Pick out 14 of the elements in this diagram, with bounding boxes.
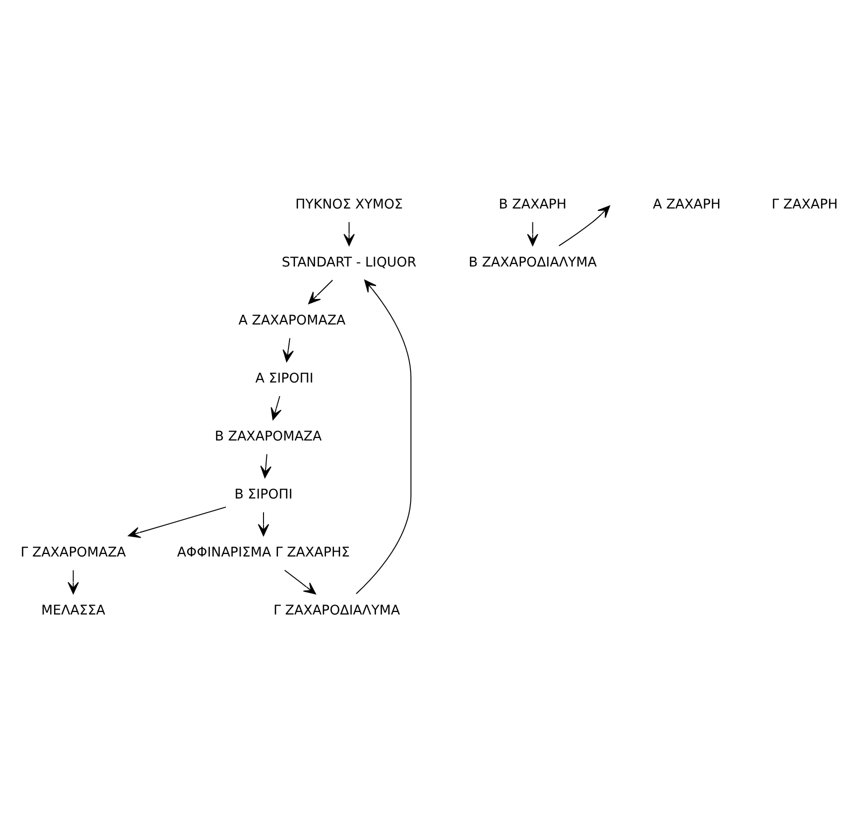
node-text: Β ΖΑΧΑΡΟΔΙΑΛΥΜΑ [468, 255, 597, 270]
node-text: Γ ΖΑΧΑΡΟΔΙΑΛΥΜΑ [274, 604, 400, 619]
node-text: Α ΖΑΧΑΡΟΜΑΖΑ [238, 313, 346, 328]
label: Α ΖΑΧΑΡΗ [652, 197, 721, 212]
node-text: ΠΥΚΝΟΣ ΧΥΜΟΣ [295, 197, 403, 212]
node-text: ΑΦΦΙΝΑΡΙΣΜΑ Γ ΖΑΧΑΡΗΣ [177, 546, 350, 561]
label: Γ ΖΑΧΑΡΗ [772, 197, 838, 212]
node-text: Β ΖΑΧΑΡΟΜΑΖΑ [214, 430, 322, 445]
node-text: STANDART - LIQUOR [282, 255, 416, 270]
node-text: Β ΖΑΧΑΡΗ [498, 197, 567, 212]
node-text: ΜΕΛΑΣΣΑ [41, 604, 106, 619]
node-text: Β ΣΙΡΟΠΙ [234, 488, 293, 503]
node-text: Α ΣΙΡΟΠΙ [255, 372, 314, 387]
node-text: Γ ΖΑΧΑΡΟΜΑΖΑ [20, 546, 126, 561]
